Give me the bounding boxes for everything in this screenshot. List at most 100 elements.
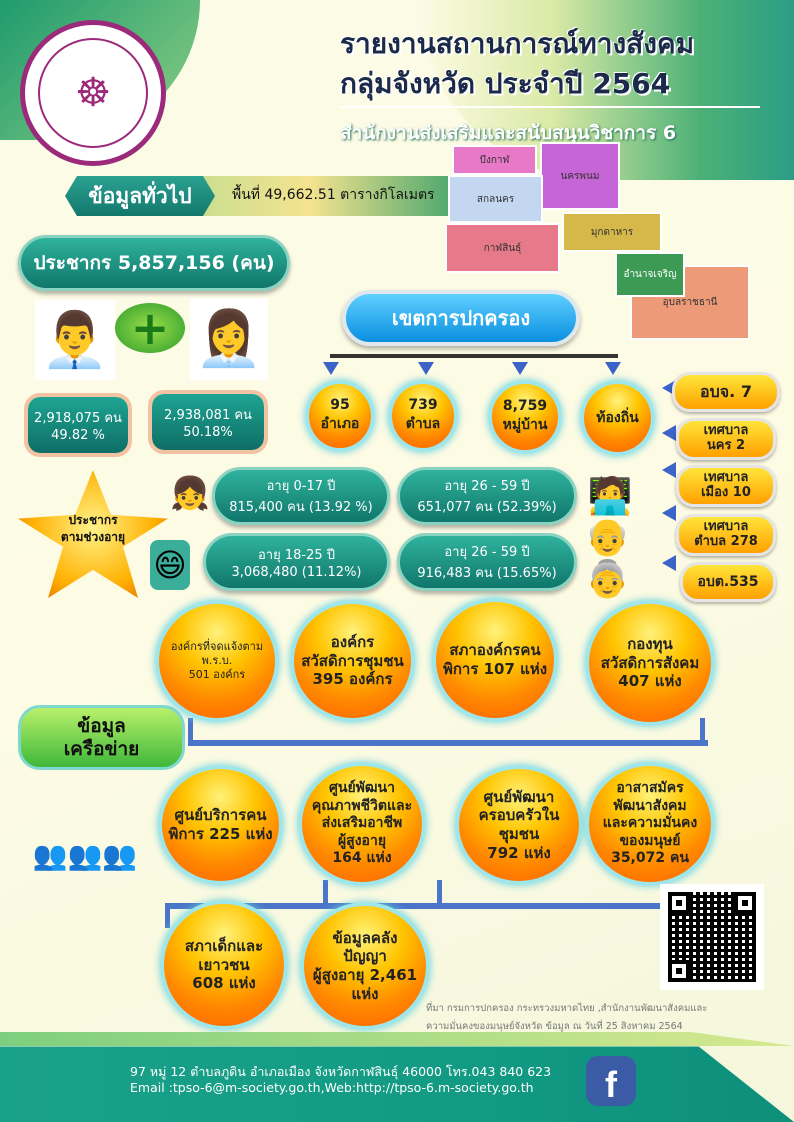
age-range: อายุ 18-25 ปี xyxy=(257,548,336,563)
local-city-municipality: เทศบาลนคร 2 xyxy=(676,418,776,460)
map-region: นครพนม xyxy=(540,142,620,210)
age-title-line: ประชากร xyxy=(68,513,118,527)
age-range: อายุ 26 - 59 ปี xyxy=(444,545,530,560)
map-region: สกลนคร xyxy=(448,175,543,223)
label: อำเภอ xyxy=(320,416,360,432)
label: เทศบาล xyxy=(703,423,749,439)
value: 8,759 xyxy=(502,398,548,414)
arrow-down-icon xyxy=(323,362,339,375)
age-value: 3,068,480 (11.12%) xyxy=(231,565,362,580)
title-divider xyxy=(340,106,760,108)
qr-code[interactable] xyxy=(660,884,764,990)
admin-subdistrict: 739 ตำบล xyxy=(388,380,458,452)
admin-district: 95 อำเภอ xyxy=(305,380,375,452)
seal-icon: ☸ xyxy=(38,38,148,148)
province-map: บึงกาฬ นครพนม สกลนคร กาฬสินธุ์ มุกดาหาร … xyxy=(440,140,790,345)
female-count: 2,938,081 คน xyxy=(164,408,252,423)
age-group-26-59: อายุ 26 - 59 ปี 651,077 คน (52.39%) xyxy=(397,467,577,525)
network-connector xyxy=(700,718,705,744)
network-connector xyxy=(437,880,442,906)
network-item-line: กองทุน xyxy=(627,634,673,653)
map-region: กาฬสินธุ์ xyxy=(445,223,560,273)
network-item-line: 608 แห่ง xyxy=(192,974,256,993)
label: ตำบล xyxy=(405,416,441,432)
network-item-line: แห่ง xyxy=(351,984,379,1003)
network-connector xyxy=(188,740,708,746)
arrow-icon xyxy=(662,425,676,441)
network-item-line: ข้อมูลคลัง xyxy=(332,928,398,947)
age-group-elderly: อายุ 26 - 59 ปี 916,483 คน (15.65%) xyxy=(397,533,577,591)
male-icon: 👨‍💼 xyxy=(35,300,115,380)
admin-local: ท้องถิ่น xyxy=(580,380,655,456)
label: อบจ. 7 xyxy=(700,381,752,401)
count: ตำบล 278 xyxy=(694,534,758,549)
network-item-line: ผู้สูงอายุ 2,461 xyxy=(312,966,418,984)
count: นคร 2 xyxy=(706,438,746,453)
age-title: ประชากรตามช่วงอายุ xyxy=(18,512,168,546)
network-item-line: คุณภาพชีวิตและ xyxy=(311,797,413,814)
admin-title: เขตการปกครอง xyxy=(342,290,580,346)
age-range: อายุ 26 - 59 ปี xyxy=(444,479,530,494)
title-line-1: รายงานสถานการณ์ทางสังคม xyxy=(340,27,695,60)
age-value: 916,483 คน (15.65%) xyxy=(417,566,557,581)
network-item-line: ศูนย์บริการคน xyxy=(174,806,267,825)
network-item-line: 407 แห่ง xyxy=(618,672,682,691)
elderly-icon: 👴👵 xyxy=(585,516,630,600)
local-subdistrict-municipality: เทศบาลตำบล 278 xyxy=(676,514,776,556)
admin-connector xyxy=(330,354,618,358)
network-item-line: ชุมชน xyxy=(498,825,540,843)
subtitle: สำนักงานส่งเสริมและสนับสนุนวิชาการ 6 xyxy=(340,122,677,144)
source-line: ที่มา กรมการปกครอง กระทรวงมหาดไทย ,สำนัก… xyxy=(426,1003,708,1014)
arrow-icon xyxy=(662,555,676,571)
plus-icon: + xyxy=(115,301,185,355)
label: หมู่บ้าน xyxy=(502,417,548,433)
female-population: 2,938,081 คน 50.18% xyxy=(148,390,268,454)
network-title-line: ข้อมูล xyxy=(77,714,126,737)
population-total: ประชากร 5,857,156 (คน) xyxy=(18,235,290,291)
worker-icon: 🧑‍💻 xyxy=(587,475,633,517)
local-town-municipality: เทศบาลเมือง 10 xyxy=(676,465,776,507)
value: 739 xyxy=(408,397,438,413)
network-item-line: เยาวชน xyxy=(198,955,250,974)
arrow-icon xyxy=(662,505,676,521)
arrow-down-icon xyxy=(512,362,528,375)
network-connector xyxy=(188,718,193,744)
network-item-line: 35,072 คน xyxy=(611,850,689,867)
count: เมือง 10 xyxy=(701,485,751,500)
source-note: ที่มา กรมการปกครอง กระทรวงมหาดไทย ,สำนัก… xyxy=(426,1000,776,1036)
network-item-line: 395 องค์กร xyxy=(312,670,393,689)
network-item: สภาองค์กรคนพิการ 107 แห่ง xyxy=(432,598,558,722)
network-item-line: สภาเด็กและ xyxy=(184,936,264,955)
arrow-icon xyxy=(662,462,676,478)
network-item: อาสาสมัครพัฒนาสังคมและความมั่นคงของมนุษย… xyxy=(585,762,715,886)
label: ท้องถิ่น xyxy=(596,410,639,426)
network-item-line: อาสาสมัคร xyxy=(616,780,684,797)
label: เทศบาล xyxy=(703,470,749,486)
female-icon: 👩‍💼 xyxy=(190,298,268,380)
map-region: มุกดาหาร xyxy=(562,212,662,252)
network-item-line: พิการ 225 แห่ง xyxy=(168,825,273,843)
network-item-line: ของมนุษย์ xyxy=(619,832,681,849)
network-item-line: ศูนย์พัฒนา xyxy=(329,780,395,797)
network-item-line: พัฒนาสังคม xyxy=(613,797,687,814)
network-people-icon: 👥👥👥 xyxy=(32,838,138,872)
age-value: 651,077 คน (52.39%) xyxy=(417,500,557,515)
male-percent: 49.82 % xyxy=(51,428,105,443)
network-item: องค์กรที่จดแจ้งตามพ.ร.บ.501 องค์กร xyxy=(155,600,279,722)
facebook-icon[interactable]: f xyxy=(586,1056,636,1106)
local-sao: อบต.535 xyxy=(680,562,776,602)
network-item-line: สวัสดิการชุมชน xyxy=(301,651,404,670)
network-connector xyxy=(165,903,685,909)
network-item-line: สวัสดิการสังคม xyxy=(600,653,700,672)
network-title: ข้อมูลเครือข่าย xyxy=(18,705,185,770)
value: 95 xyxy=(330,397,350,413)
age-title-line: ตามช่วงอายุ xyxy=(60,529,126,544)
network-connector xyxy=(323,880,328,906)
network-item-line: ปัญญา xyxy=(343,947,387,966)
teen-icon: 😄 xyxy=(150,540,190,590)
